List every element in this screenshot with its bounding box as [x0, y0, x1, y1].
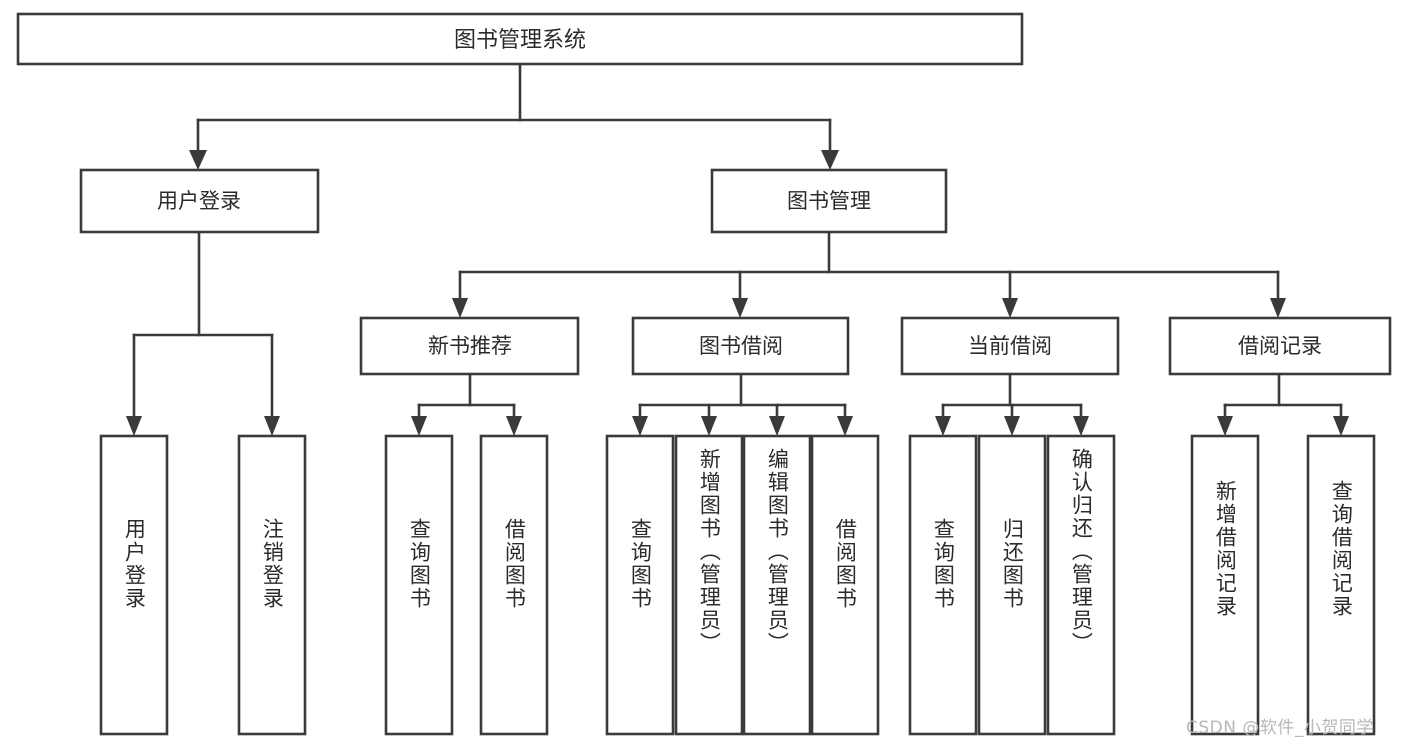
csdn-watermark: CSDN @软件_小贺同学 [1186, 718, 1374, 738]
arrow-borrow-record-leaf-2 [1333, 416, 1349, 436]
node-leaf-user-login[interactable] [99, 434, 169, 736]
arrow-book-manage-to-book-borrow [732, 298, 748, 318]
node-leaf-return-book[interactable] [977, 434, 1047, 736]
node-new-book-recommend-label: 新书推荐 [428, 334, 512, 358]
arrow-new-book-leaf-2 [506, 416, 522, 436]
node-leaf-edit-book[interactable] [742, 434, 812, 736]
node-leaf-query-record[interactable] [1306, 434, 1376, 736]
node-layer: 图书管理系统 用户登录 图书管理 新书推荐 图书借阅 当前借阅 借阅记录 [16, 12, 1392, 736]
arrow-user-login-leaf-2 [264, 416, 280, 436]
node-leaf-query-book-borrow[interactable] [605, 434, 675, 736]
arrow-new-book-leaf-1 [411, 416, 427, 436]
node-current-borrow-label: 当前借阅 [968, 334, 1052, 358]
node-root[interactable] [16, 12, 1024, 66]
node-current-borrow[interactable] [900, 316, 1120, 376]
node-book-borrow-label: 图书借阅 [699, 334, 783, 358]
node-user-login-label: 用户登录 [157, 189, 241, 213]
arrow-borrow-record-leaf-1 [1217, 416, 1233, 436]
node-leaf-add-record[interactable] [1190, 434, 1260, 736]
node-borrow-record[interactable] [1168, 316, 1392, 376]
arrow-book-borrow-leaf-2 [701, 416, 717, 436]
node-book-manage-label: 图书管理 [787, 189, 871, 213]
arrow-book-manage-to-new-book [452, 298, 468, 318]
node-leaf-add-book[interactable] [674, 434, 744, 736]
arrow-user-login-leaf-1 [126, 416, 142, 436]
node-user-login[interactable] [79, 168, 320, 234]
node-borrow-record-label: 借阅记录 [1238, 334, 1322, 358]
node-leaf-logout[interactable] [237, 434, 307, 736]
arrow-root-to-user-login [189, 150, 207, 170]
node-leaf-borrow-book-rec[interactable] [479, 434, 549, 736]
arrow-current-borrow-leaf-1 [935, 416, 951, 436]
node-root-label: 图书管理系统 [454, 28, 586, 53]
arrow-book-borrow-leaf-4 [837, 416, 853, 436]
node-leaf-query-book-current[interactable] [908, 434, 978, 736]
connector-layer [126, 62, 1349, 436]
node-book-manage[interactable] [710, 168, 948, 234]
node-book-borrow[interactable] [631, 316, 850, 376]
arrow-current-borrow-leaf-2 [1004, 416, 1020, 436]
node-new-book-recommend[interactable] [359, 316, 580, 376]
arrow-book-borrow-leaf-3 [769, 416, 785, 436]
node-leaf-borrow-book[interactable] [810, 434, 880, 736]
node-leaf-confirm-return[interactable] [1046, 434, 1116, 736]
arrow-book-manage-to-current-borrow [1002, 298, 1018, 318]
arrow-book-manage-to-borrow-record [1270, 298, 1286, 318]
arrow-root-to-book-manage [821, 150, 839, 170]
arrow-book-borrow-leaf-1 [632, 416, 648, 436]
node-leaf-query-book-rec[interactable] [384, 434, 454, 736]
arrow-current-borrow-leaf-3 [1073, 416, 1089, 436]
